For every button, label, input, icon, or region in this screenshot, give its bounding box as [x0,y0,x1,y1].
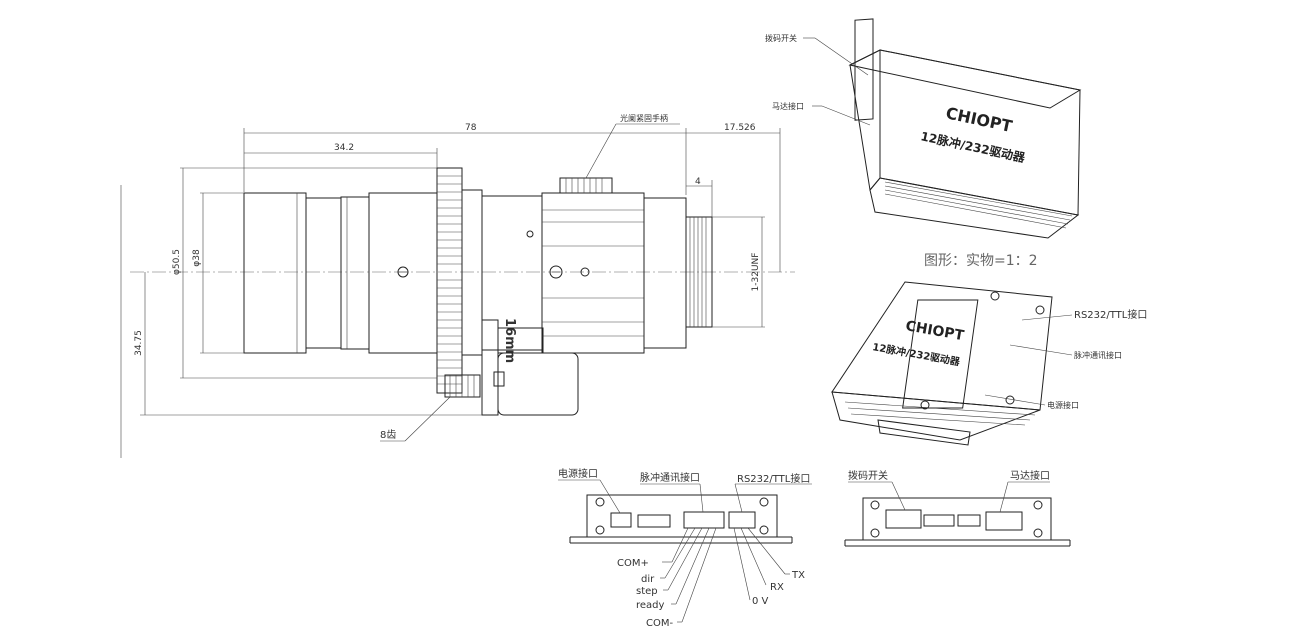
pin-step: step [636,586,658,597]
label-dip-switch-top: 拨码开关 [765,33,797,43]
barrel-marking: 16mm [502,318,517,363]
back-enclosure [862,497,1052,541]
label-motor-port-top: 马达接口 [772,101,804,111]
power-connector [610,512,632,528]
driver-iso-top: CHIOPT 12脉冲/232驱动器 拨码开关 马达接口 [765,18,1082,239]
driver-iso-bottom: CHIOPT 12脉冲/232驱动器 RS232/TTL接口 脉冲通讯接口 电源… [831,281,1147,446]
drive-gear [444,374,481,398]
label-motor-port-back: 马达接口 [1010,469,1050,482]
label-dip-switch-back: 拨码开关 [848,469,888,482]
pin-dir: dir [641,574,655,585]
brand-top: CHIOPT [944,103,1014,136]
dim-34-2: 34.2 [334,143,354,153]
scale-caption: 图形：实物=1：2 [924,253,1038,269]
motor-connector [985,511,1023,531]
motor-bracket [481,319,499,416]
label-power-iso: 电源接口 [1047,400,1079,410]
driver-bottom-top-face [831,281,1053,411]
dim-thread: 1-32UNF [751,253,761,292]
pulse-connector [683,511,725,529]
pin-tx: TX [791,570,805,581]
pin-rx: RX [770,582,784,593]
driver-top-face [848,49,1082,109]
dip-switch [885,509,922,529]
focus-ring [305,197,342,349]
dim-34-75: 34.75 [134,330,144,356]
label-pulse-iso: 脉冲通讯接口 [1074,350,1122,360]
dim-4: 4 [695,177,701,187]
rs232-connector [728,511,756,529]
label-rs232-iso: RS232/TTL接口 [1074,308,1147,321]
brand-bottom: CHIOPT [904,318,965,344]
c-mount-thread [685,216,713,328]
pin-com-minus: COM- [646,618,673,629]
label-power-front: 电源接口 [558,467,598,480]
driver-front-view: 电源接口 脉冲通讯接口 RS232/TTL接口 COM+ dir step re… [558,467,812,629]
label-gear: 8齿 [380,429,396,441]
dim-phi50-5: φ50.5 [172,249,182,275]
aperture-body [541,192,645,354]
front-enclosure [586,494,778,538]
model-top: 12脉冲/232驱动器 [919,128,1027,165]
mid-barrel [368,192,438,354]
driver-back-view: 拨码开关 马达接口 [844,469,1071,547]
label-pulse-front: 脉冲通讯接口 [640,471,700,484]
pin-ready: ready [636,600,665,611]
dim-78: 78 [465,123,477,133]
lens-side-view: 16mm [120,113,795,458]
pin-com-plus: COM+ [617,558,649,569]
aperture-knob [559,177,613,194]
dim-phi38: φ38 [192,249,202,267]
pin-0v: 0 V [752,596,769,607]
dim-17-526: 17.526 [724,123,756,133]
motor [497,352,579,416]
gear-ring [436,167,463,394]
dimension-lines [140,128,781,416]
model-bottom: 12脉冲/232驱动器 [871,340,961,368]
label-aperture-handle: 光阑紧固手柄 [620,113,668,123]
label-rs232-front: RS232/TTL接口 [737,472,810,485]
